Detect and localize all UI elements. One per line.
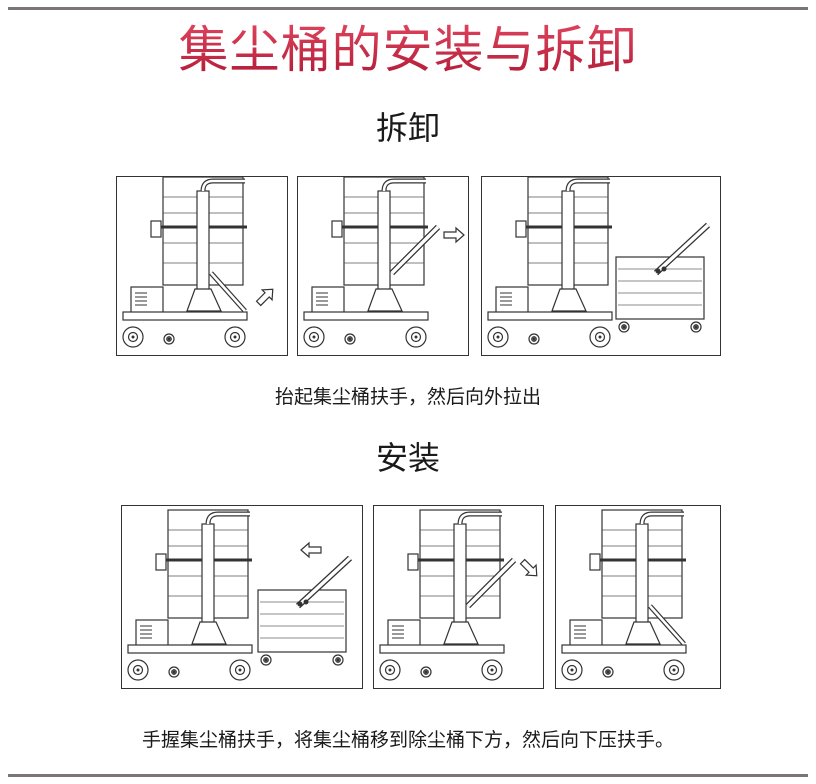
caster-wheel xyxy=(224,326,246,348)
page-title: 集尘桶的安装与拆卸 xyxy=(0,20,816,80)
caster-wheel xyxy=(229,659,251,681)
caster-wheel xyxy=(405,326,427,348)
direction-arrow-icon xyxy=(443,226,465,244)
installation-step-1-illustration xyxy=(121,505,363,689)
caster-wheel xyxy=(260,654,272,666)
vacuum-cart-drawing xyxy=(122,177,274,348)
vacuum-cart-drawing xyxy=(303,177,465,348)
caster-wheel xyxy=(168,666,180,678)
caster-wheel xyxy=(528,333,540,345)
removal-heading: 拆卸 xyxy=(375,109,440,147)
dust-bucket xyxy=(615,222,711,333)
caster-wheel xyxy=(379,659,401,681)
caster-wheel xyxy=(163,333,175,345)
vacuum-cart-drawing xyxy=(487,177,711,348)
caster-wheel xyxy=(420,666,432,678)
caster-wheel xyxy=(481,659,503,681)
top-divider xyxy=(8,7,808,10)
caster-wheel xyxy=(602,666,614,678)
caster-wheel xyxy=(332,654,344,666)
caster-wheel xyxy=(663,659,685,681)
dust-bucket xyxy=(257,555,353,666)
removal-step-3-illustration xyxy=(481,176,721,356)
installation-heading: 安装 xyxy=(375,439,440,477)
direction-arrow-icon xyxy=(300,541,322,559)
caster-wheel xyxy=(303,326,325,348)
removal-step-1-illustration xyxy=(116,176,288,356)
direction-arrow-icon xyxy=(519,558,538,577)
removal-caption: 抬起集尘桶扶手，然后向外拉出 xyxy=(274,386,541,408)
caster-wheel xyxy=(344,333,356,345)
caster-wheel xyxy=(122,326,144,348)
vacuum-cart-drawing xyxy=(127,509,353,681)
installation-step-3-illustration xyxy=(555,505,721,689)
removal-step-2-illustration xyxy=(297,176,469,356)
direction-arrow-icon xyxy=(255,288,274,307)
caster-wheel xyxy=(589,326,611,348)
caster-wheel xyxy=(561,659,583,681)
caster-wheel xyxy=(127,659,149,681)
installation-caption: 手握集尘桶扶手，将集尘桶移到除尘桶下方，然后向下压扶手。 xyxy=(141,729,674,751)
vacuum-cart-drawing xyxy=(561,509,687,681)
vacuum-cart-drawing xyxy=(379,509,538,681)
caster-wheel xyxy=(690,321,702,333)
caster-wheel xyxy=(487,326,509,348)
caster-wheel xyxy=(618,321,630,333)
installation-step-2-illustration xyxy=(373,505,544,689)
bottom-divider xyxy=(8,774,808,777)
